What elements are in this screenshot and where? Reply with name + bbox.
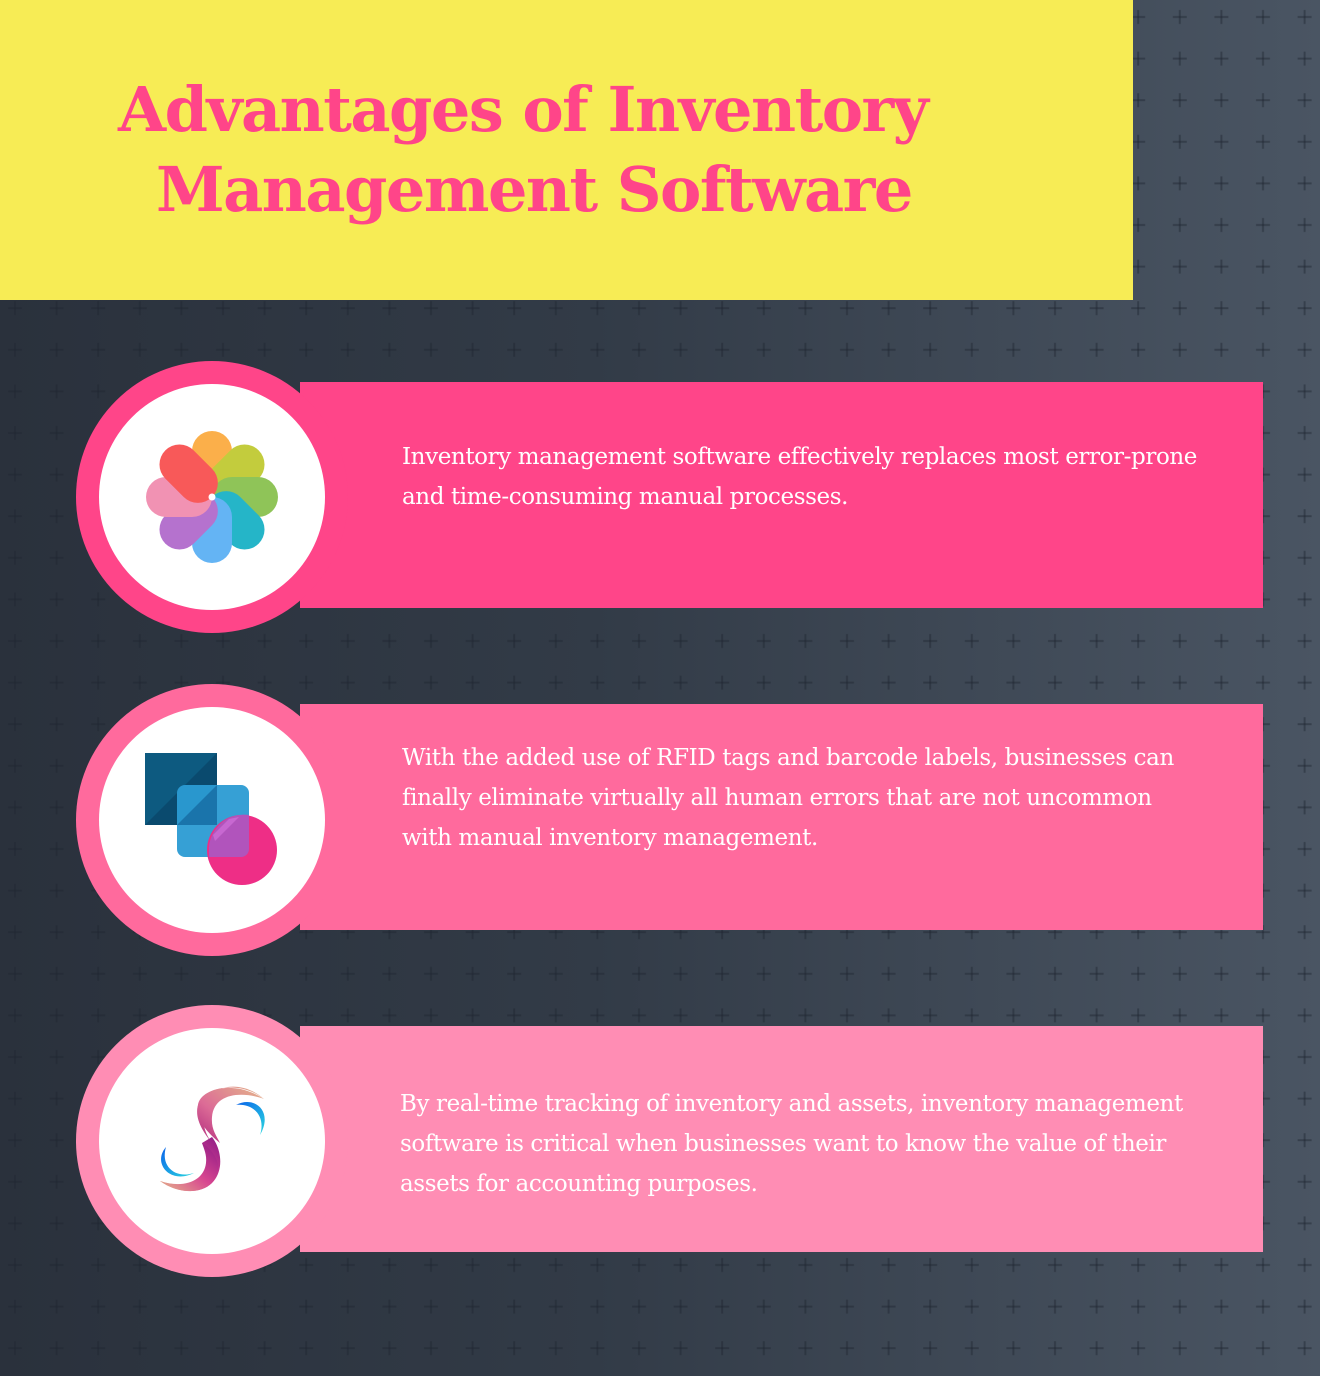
icon-circle-inner <box>99 707 325 933</box>
title-line-2: Management Software <box>156 153 913 226</box>
card-description: By real-time tracking of inventory and a… <box>400 1091 1183 1197</box>
card-description: With the added use of RFID tags and barc… <box>402 745 1174 851</box>
icon-circle <box>76 684 348 956</box>
icon-circle <box>76 361 348 633</box>
overlapping-shapes-icon <box>145 753 277 885</box>
icon-circle <box>76 1005 348 1277</box>
card-panel <box>300 1026 1263 1252</box>
card-panel <box>300 382 1263 608</box>
page-title: Advantages of Inventory Management Softw… <box>0 70 1133 230</box>
photos-flower-icon <box>146 431 278 563</box>
icon-circle-inner <box>99 384 325 610</box>
card-panel <box>300 704 1263 930</box>
title-banner: Advantages of Inventory Management Softw… <box>0 0 1133 300</box>
title-line-1: Advantages of Inventory <box>118 73 929 146</box>
card-description: Inventory management software effectivel… <box>402 444 1198 510</box>
swirl-s-logo-icon <box>160 1086 265 1192</box>
icon-circle-inner <box>99 1028 325 1254</box>
